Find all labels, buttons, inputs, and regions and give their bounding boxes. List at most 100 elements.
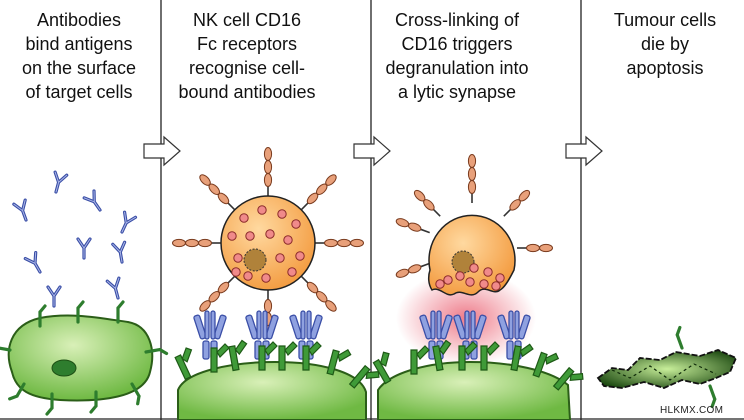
granules-panel3 <box>435 263 505 291</box>
cd16-receptor-icon <box>300 275 337 312</box>
cd16-receptor-icon <box>199 174 236 211</box>
granule <box>491 281 501 291</box>
cd16-receptors-panel3 <box>395 154 553 278</box>
cd16-receptor-icon <box>199 275 236 312</box>
antigen-icon <box>144 347 169 356</box>
granule <box>469 263 479 273</box>
caption-line: of target cells <box>25 82 133 102</box>
bound-antibodies-panel2 <box>174 310 380 389</box>
arrow-icon-3 <box>565 135 603 167</box>
apoptotic-cell-panel4 <box>596 349 738 389</box>
antibody-icon <box>12 198 28 222</box>
antigen-icon <box>76 300 85 324</box>
step3-caption: Cross-linking of CD16 triggers degranula… <box>378 8 536 104</box>
cd16-receptor-icon <box>517 243 553 253</box>
granule <box>291 219 301 229</box>
antigen-icon <box>708 384 717 409</box>
caption-line: degranulation into <box>385 58 529 78</box>
antibody-icon <box>120 210 138 234</box>
antigen-icon <box>348 364 380 389</box>
antigens-panel1 <box>0 300 169 416</box>
bound-antibody-icon <box>193 310 227 360</box>
antigen-icon <box>174 347 193 381</box>
caption-line: NK cell CD16 <box>192 10 302 30</box>
antigen-icon <box>372 351 392 385</box>
antigen-icon <box>510 343 534 372</box>
caption-line: die by <box>640 34 690 54</box>
antigen-icon <box>410 345 430 375</box>
cd16-receptor-icon <box>467 154 477 203</box>
antigen-icon <box>480 341 500 371</box>
granule <box>227 231 237 241</box>
caption-line: CD16 triggers <box>401 34 513 54</box>
step1-caption: Antibodies bind antigens on the surface … <box>0 8 158 104</box>
caption-line: Tumour cells <box>613 10 717 30</box>
cd16-receptor-icon <box>503 189 531 217</box>
cd16-receptor-icon <box>395 262 430 278</box>
granule <box>275 253 285 263</box>
target-cell-panel2 <box>177 360 367 420</box>
granule <box>233 253 243 263</box>
cd16-receptor-icon <box>263 147 273 196</box>
antigen-icon <box>278 341 298 371</box>
target-cell-panel3 <box>377 360 572 420</box>
free-antibodies-panel1 <box>12 170 138 308</box>
granule <box>295 251 305 261</box>
bound-antibodies-panel3 <box>372 310 584 391</box>
cd16-receptor-icon <box>300 174 337 211</box>
antigen-icon <box>89 390 98 414</box>
granule <box>283 235 293 245</box>
granule <box>287 267 297 277</box>
caption-line: recognise cell- <box>188 58 306 78</box>
granules-panel2 <box>227 205 305 283</box>
cd16-receptor-icon <box>395 218 430 234</box>
antibody-icon <box>111 240 127 264</box>
antigen-icon <box>258 341 278 371</box>
antibody-icon <box>82 189 102 212</box>
granule <box>435 279 445 289</box>
granule <box>277 209 287 219</box>
antigen-icon <box>552 366 584 391</box>
caption-line: on the surface <box>21 58 137 78</box>
granule <box>479 279 489 289</box>
caption-line: Antibodies <box>36 10 122 30</box>
granule <box>495 273 505 283</box>
granule <box>245 231 255 241</box>
granule <box>455 271 465 281</box>
caption-line: a lytic synapse <box>397 82 517 102</box>
antigen-icon <box>38 304 47 328</box>
granule <box>483 267 493 277</box>
nk-cell-panel3 <box>427 214 516 296</box>
caption-line: bind antigens <box>25 34 133 54</box>
cd16-receptor-icon <box>172 238 221 248</box>
watermark: HLKMX.COM <box>660 405 724 416</box>
caption-line: apoptosis <box>626 58 704 78</box>
antigen-icon <box>45 392 54 416</box>
antigen-fragments-panel4 <box>675 325 717 409</box>
granule <box>465 277 475 287</box>
antigen-icon <box>675 325 684 350</box>
step2-caption: NK cell CD16 Fc receptors recognise cell… <box>168 8 326 104</box>
antibody-icon <box>53 170 69 194</box>
granule <box>239 213 249 223</box>
caption-line: Fc receptors <box>196 34 298 54</box>
target-cell-panel1 <box>7 314 154 402</box>
antibody-icon <box>23 250 42 274</box>
caption-line: Cross-linking of <box>394 10 520 30</box>
granule <box>257 205 267 215</box>
antigen-icon <box>8 382 26 401</box>
antigen-icon <box>326 348 352 376</box>
antigen-icon <box>130 382 141 406</box>
cd16-receptor-icon <box>315 238 364 248</box>
arrow-icon-1 <box>143 135 181 167</box>
antibody-icon <box>46 285 62 308</box>
antibody-icon <box>76 237 92 260</box>
cd16-receptors-panel2 <box>172 147 364 339</box>
granule <box>243 271 253 281</box>
antibody-icon <box>105 276 121 300</box>
antigen-icon <box>458 341 478 371</box>
step4-caption: Tumour cells die by apoptosis <box>586 8 744 80</box>
granule <box>443 275 453 285</box>
